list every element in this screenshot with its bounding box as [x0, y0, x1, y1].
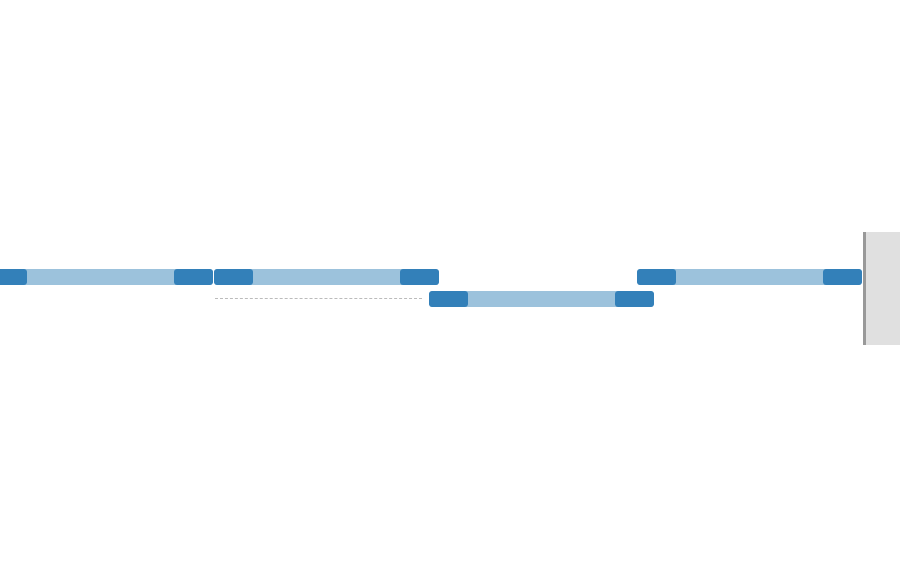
clip-start-handle[interactable] [0, 269, 27, 285]
timeline-clip-4[interactable] [637, 269, 862, 285]
clip-start-handle[interactable] [214, 269, 253, 285]
side-panel-resize-handle[interactable] [863, 232, 900, 345]
clip-end-handle[interactable] [823, 269, 862, 285]
timeline-clip-3[interactable] [429, 291, 654, 307]
timeline-clip-2[interactable] [214, 269, 439, 285]
timeline-clip-1[interactable] [0, 269, 213, 285]
clip-connector-line [215, 298, 422, 299]
clip-start-handle[interactable] [429, 291, 468, 307]
clip-start-handle[interactable] [637, 269, 676, 285]
clip-end-handle[interactable] [174, 269, 213, 285]
clip-end-handle[interactable] [615, 291, 654, 307]
clip-end-handle[interactable] [400, 269, 439, 285]
